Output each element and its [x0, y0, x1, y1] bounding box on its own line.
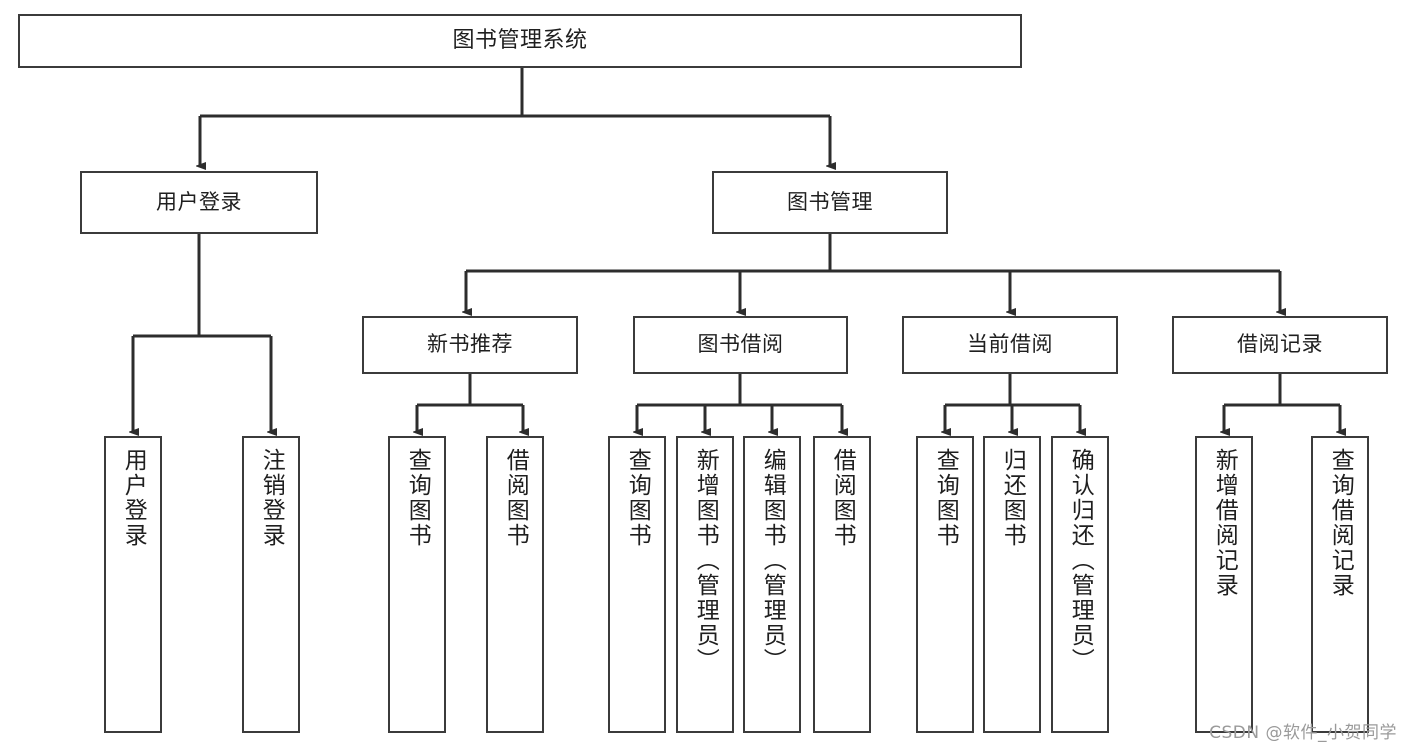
leaf-query-borrow-record[interactable]: 查询借阅记录: [1311, 436, 1369, 733]
leaf-logout[interactable]: 注销登录: [242, 436, 300, 733]
leaf-query-book[interactable]: 查询图书: [608, 436, 666, 733]
leaf-confirm-return-admin[interactable]: 确认归还（管理员）: [1051, 436, 1109, 733]
node-label: 新书推荐: [427, 332, 513, 357]
node-label: 当前借阅: [967, 332, 1053, 357]
node-label: 借阅记录: [1237, 332, 1323, 357]
node-label: 编辑图书（管理员）: [759, 448, 786, 673]
watermark: CSDN @软件_小贺同学: [1209, 723, 1397, 743]
node-borrow-record[interactable]: 借阅记录: [1172, 316, 1388, 374]
node-label: 借阅图书: [829, 448, 856, 548]
leaf-borrow-book[interactable]: 借阅图书: [813, 436, 871, 733]
node-label: 借阅图书: [502, 448, 529, 548]
leaf-user-login[interactable]: 用户登录: [104, 436, 162, 733]
node-book-borrow[interactable]: 图书借阅: [633, 316, 848, 374]
node-label: 新增图书（管理员）: [692, 448, 719, 673]
leaf-borrow-book-new[interactable]: 借阅图书: [486, 436, 544, 733]
node-label: 用户登录: [156, 189, 242, 214]
node-label: 查询借阅记录: [1327, 448, 1354, 598]
leaf-add-book-admin[interactable]: 新增图书（管理员）: [676, 436, 734, 733]
node-label: 查询图书: [404, 448, 431, 548]
node-label: 查询图书: [624, 448, 651, 548]
leaf-query-book-new[interactable]: 查询图书: [388, 436, 446, 733]
node-label: 新增借阅记录: [1211, 448, 1238, 598]
leaf-edit-book-admin[interactable]: 编辑图书（管理员）: [743, 436, 801, 733]
node-book-management[interactable]: 图书管理: [712, 171, 948, 234]
node-label: 图书管理系统: [452, 27, 588, 53]
node-label: 注销登录: [258, 448, 285, 548]
node-label: 用户登录: [120, 448, 147, 548]
node-label: 图书管理: [787, 189, 873, 214]
node-new-book-recommend[interactable]: 新书推荐: [362, 316, 578, 374]
leaf-add-borrow-record[interactable]: 新增借阅记录: [1195, 436, 1253, 733]
node-current-borrow[interactable]: 当前借阅: [902, 316, 1118, 374]
node-label: 查询图书: [932, 448, 959, 548]
node-user-login[interactable]: 用户登录: [80, 171, 318, 234]
node-root-system[interactable]: 图书管理系统: [18, 14, 1022, 68]
node-label: 图书借阅: [697, 332, 784, 357]
leaf-return-book[interactable]: 归还图书: [983, 436, 1041, 733]
node-label: 确认归还（管理员）: [1067, 448, 1094, 673]
leaf-query-book-current[interactable]: 查询图书: [916, 436, 974, 733]
node-label: 归还图书: [999, 448, 1026, 548]
